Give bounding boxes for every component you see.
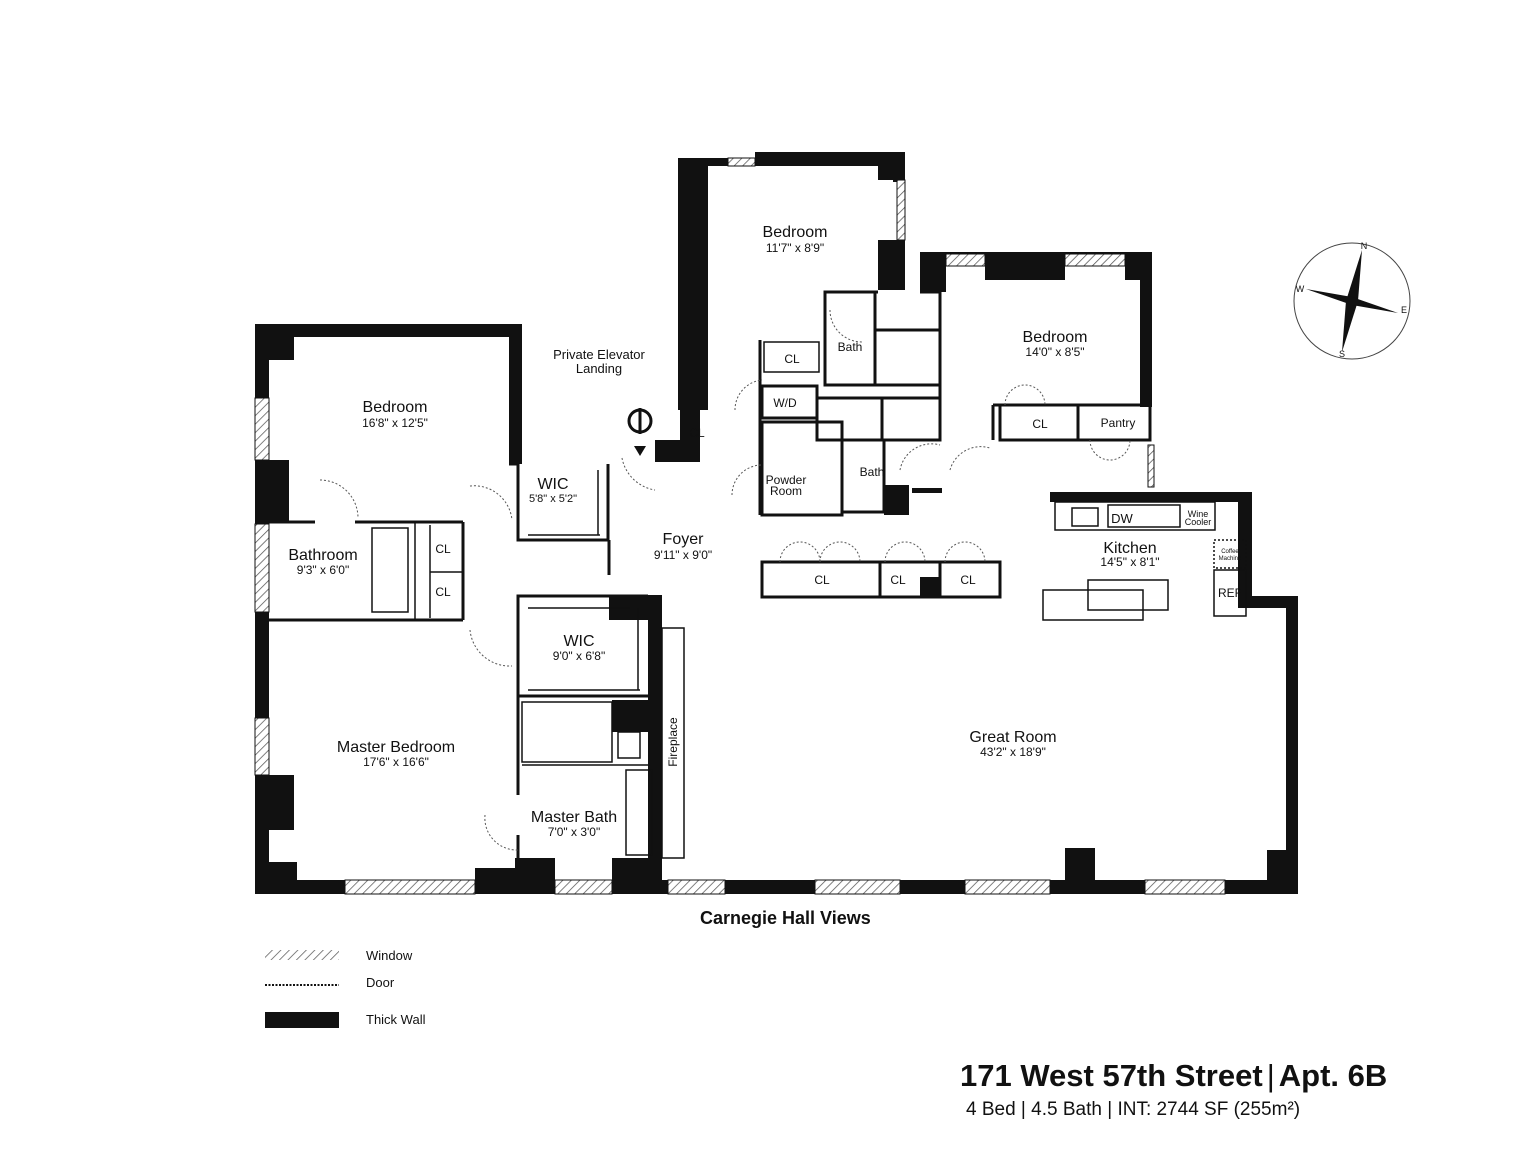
closet-label: CL bbox=[435, 542, 451, 556]
closet-label: CL bbox=[890, 573, 906, 587]
room-name-great-room: Great Room bbox=[969, 729, 1056, 746]
legend-symbols bbox=[265, 950, 339, 1028]
powder-room-label-line1: Powder bbox=[766, 473, 807, 487]
address-title: 171 West 57th Street|Apt. 6B bbox=[960, 1058, 1388, 1093]
elevator-landing-label-line2: Landing bbox=[576, 361, 622, 376]
fixture-labels: Private Elevator Landing CL CL CL CL CL … bbox=[435, 340, 1242, 767]
compass-south: S bbox=[1339, 349, 1345, 359]
coffee-machine-label-line2: Machine bbox=[1219, 556, 1242, 562]
bed-count: 4 Bed bbox=[966, 1099, 1016, 1120]
apartment-number: Apt. 6B bbox=[1278, 1058, 1388, 1093]
interior-walls bbox=[269, 290, 1247, 860]
room-name-wic-large: WIC bbox=[563, 633, 594, 650]
wine-cooler-label-line1: Wine bbox=[1188, 509, 1209, 519]
compass-east: E bbox=[1401, 305, 1407, 315]
room-dims-master-bedroom: 17'6" x 16'6" bbox=[363, 755, 429, 769]
pantry-label: Pantry bbox=[1101, 416, 1136, 430]
closet-label: CL bbox=[1032, 417, 1048, 431]
room-name-bedroom-north: Bedroom bbox=[763, 224, 828, 241]
room-name-master-bedroom: Master Bedroom bbox=[337, 739, 455, 756]
room-dims-wic-small: 5'8" x 5'2" bbox=[529, 493, 577, 505]
bath-label: Bath bbox=[860, 465, 885, 479]
room-dims-bedroom-east: 14'0" x 8'5" bbox=[1025, 345, 1084, 359]
room-dims-bedroom-north: 11'7" x 8'9" bbox=[766, 241, 824, 255]
room-name-bedroom-west: Bedroom bbox=[363, 399, 428, 416]
views-caption: Carnegie Hall Views bbox=[700, 908, 871, 928]
room-name-foyer: Foyer bbox=[663, 531, 705, 548]
door-swings bbox=[319, 309, 1131, 851]
room-name-kitchen: Kitchen bbox=[1103, 540, 1156, 557]
dishwasher-label: DW bbox=[1111, 511, 1133, 526]
legend-window-label: Window bbox=[366, 948, 413, 963]
room-labels: Bedroom 11'7" x 8'9" Bedroom 14'0" x 8'5… bbox=[288, 224, 1159, 839]
elevator-landing-label-line1: Private Elevator bbox=[553, 347, 645, 362]
room-dims-kitchen: 14'5" x 8'1" bbox=[1100, 555, 1159, 569]
interior-area: INT: 2744 SF (255m²) bbox=[1117, 1099, 1301, 1120]
bath-label: Bath bbox=[838, 340, 863, 354]
room-name-bedroom-east: Bedroom bbox=[1023, 329, 1088, 346]
room-dims-bedroom-west: 16'8" x 12'5" bbox=[362, 416, 428, 430]
coffee-machine-label-line1: Coffee bbox=[1221, 549, 1239, 555]
wine-cooler-label-line2: Cooler bbox=[1185, 517, 1212, 527]
room-name-bathroom: Bathroom bbox=[288, 547, 357, 564]
closet-label: CL bbox=[960, 573, 976, 587]
closet-label: CL bbox=[784, 352, 800, 366]
room-dims-wic-large: 9'0" x 6'8" bbox=[553, 649, 605, 663]
closet-label: CL bbox=[814, 573, 830, 587]
room-dims-great-room: 43'2" x 18'9" bbox=[980, 745, 1046, 759]
refrigerator-label: REF bbox=[1218, 586, 1242, 600]
windows bbox=[254, 157, 1226, 895]
room-name-wic-small: WIC bbox=[537, 476, 568, 493]
compass-north: N bbox=[1361, 241, 1368, 251]
elevator-icon bbox=[627, 408, 653, 456]
unit-facts: 4 Bed | 4.5 Bath | INT: 2744 SF (255m²) bbox=[966, 1099, 1301, 1120]
closet-label: CL bbox=[435, 585, 451, 599]
compass-rose-icon: N S E W bbox=[1293, 241, 1411, 360]
room-dims-foyer: 9'11" x 9'0" bbox=[654, 548, 712, 562]
powder-room-label-line2: Room bbox=[770, 484, 802, 498]
legend-thick-wall-label: Thick Wall bbox=[366, 1012, 426, 1027]
room-dims-bathroom: 9'3" x 6'0" bbox=[297, 563, 349, 577]
street-address: 171 West 57th Street bbox=[960, 1058, 1263, 1093]
fireplace-label: Fireplace bbox=[666, 717, 680, 767]
bath-count: 4.5 Bath bbox=[1031, 1099, 1102, 1120]
washer-dryer-label: W/D bbox=[773, 396, 797, 410]
legend-door-label: Door bbox=[366, 975, 395, 990]
room-name-master-bath: Master Bath bbox=[531, 809, 617, 826]
room-dims-master-bath: 7'0" x 3'0" bbox=[548, 825, 600, 839]
compass-west: W bbox=[1296, 284, 1305, 294]
closet-label: CL bbox=[689, 426, 705, 440]
